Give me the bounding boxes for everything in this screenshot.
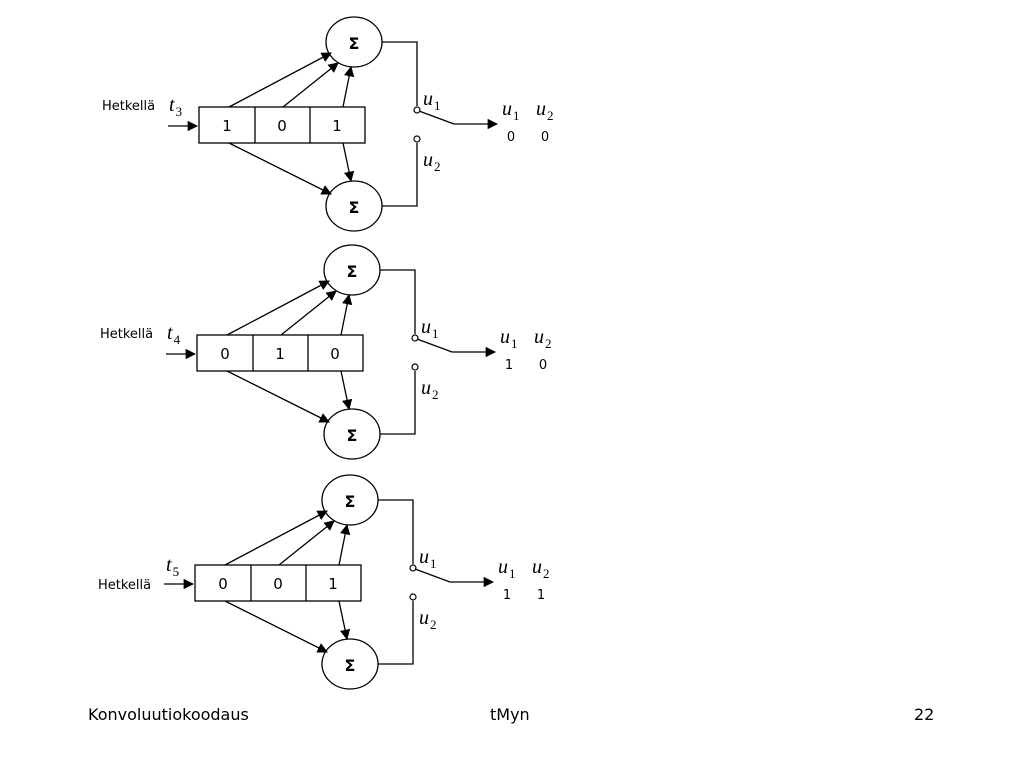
sum-symbol-bottom: Σ (345, 656, 356, 675)
switch-label-u2: u2 (421, 377, 439, 402)
output-value-u2: 0 (541, 130, 549, 145)
register-cell-1: 0 (218, 575, 228, 593)
shift-register (198, 106, 366, 144)
switch-label-u1: u1 (421, 316, 439, 341)
register-cell-3: 1 (328, 575, 338, 593)
prefix-label: Hetkellä (100, 327, 153, 342)
output-header-u1: u1 (500, 326, 518, 351)
register-cell-3: 0 (330, 345, 340, 363)
register-cell-1: 0 (220, 345, 230, 363)
sum-symbol-bottom: Σ (347, 426, 358, 445)
sum-symbol-top: Σ (349, 34, 360, 53)
prefix-label: Hetkellä (98, 578, 151, 593)
switch-label-u2: u2 (423, 149, 441, 174)
register-cell-1: 1 (222, 117, 232, 135)
output-header-u2: u2 (532, 556, 550, 581)
register-cell-2: 0 (273, 575, 283, 593)
time-symbol: t3 (169, 94, 182, 119)
register-cell-2: 1 (275, 345, 285, 363)
output-header-u2: u2 (534, 326, 552, 351)
footer-author: tMyn (490, 705, 530, 724)
register-cell-3: 1 (332, 117, 342, 135)
output-value-u2: 1 (537, 588, 545, 603)
footer-title: Konvoluutiokoodaus (88, 705, 249, 724)
switch-label-u1: u1 (419, 546, 437, 571)
encoder-stage-t4: 0 1 0 Σ Σ Hetkellä t4 u1 u2 u1 u2 1 0 (100, 244, 552, 460)
output-header-u1: u1 (502, 98, 520, 123)
output-value-u1: 0 (507, 130, 515, 145)
output-value-u1: 1 (503, 588, 511, 603)
switch-label-u1: u1 (423, 88, 441, 113)
encoder-stage-t5: 0 0 1 Σ Σ Hetkellä t5 u1 u2 u1 u2 1 1 (98, 474, 550, 690)
sum-symbol-bottom: Σ (349, 198, 360, 217)
footer-page-number: 22 (914, 705, 935, 724)
sum-symbol-top: Σ (347, 262, 358, 281)
switch-label-u2: u2 (419, 607, 437, 632)
shift-register (194, 564, 362, 602)
prefix-label: Hetkellä (102, 99, 155, 114)
output-value-u1: 1 (505, 358, 513, 373)
sum-symbol-top: Σ (345, 492, 356, 511)
output-header-u2: u2 (536, 98, 554, 123)
encoder-stage-t3: 1 0 1 Σ Σ Hetkellä t3 u1 u2 u1 u2 0 0 (102, 16, 554, 232)
time-symbol: t5 (166, 554, 179, 579)
output-header-u1: u1 (498, 556, 516, 581)
register-cell-2: 0 (277, 117, 287, 135)
time-symbol: t4 (167, 322, 181, 347)
output-value-u2: 0 (539, 358, 547, 373)
shift-register (196, 334, 364, 372)
